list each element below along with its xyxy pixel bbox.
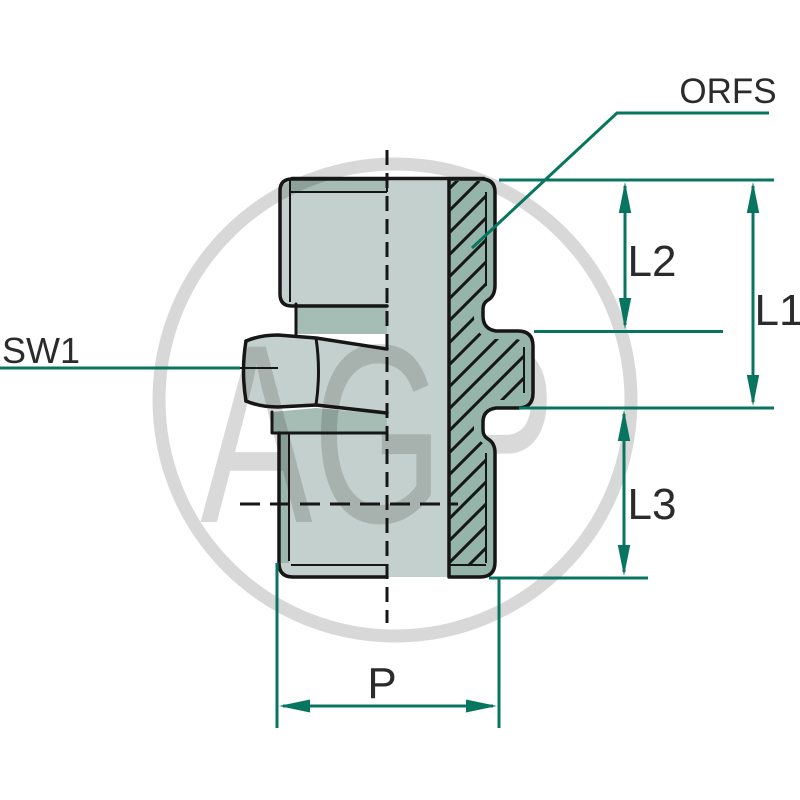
section-outline: [447, 177, 535, 579]
label-l2: L2: [628, 237, 677, 286]
centerlines: [240, 150, 458, 623]
label-l3: L3: [628, 480, 677, 529]
watermark-circle: [152, 157, 638, 643]
section-inner-lines: [449, 192, 525, 566]
dimension-arrow-l3: [617, 410, 631, 576]
dimension-arrow-p: [279, 699, 497, 713]
label-orfs: ORFS: [679, 72, 776, 111]
callout-labels: ORFS SW1 L2 L1 L3 P: [2, 72, 800, 708]
orfs-leader-line: [470, 111, 769, 250]
dimensions: [0, 111, 774, 728]
dimension-arrow-l2: [618, 182, 632, 329]
dimension-arrow-l1: [746, 182, 760, 406]
hex-vertex-edge: [314, 336, 320, 407]
label-p: P: [367, 659, 396, 708]
label-l1: L1: [755, 286, 800, 335]
label-sw1: SW1: [2, 330, 80, 371]
